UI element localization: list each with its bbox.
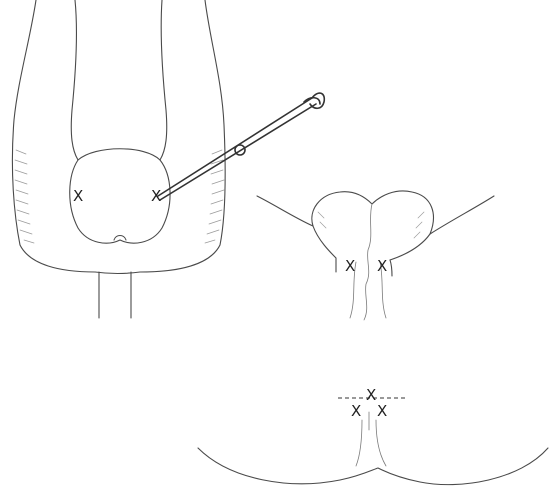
center-seam xyxy=(364,204,372,320)
mark-x: X xyxy=(366,386,376,404)
flap-lower-left xyxy=(313,226,336,272)
mark-x: X xyxy=(151,187,161,205)
mark-x: X xyxy=(377,402,387,420)
notch-right xyxy=(376,420,386,466)
mark-x: X xyxy=(377,257,387,275)
outer-outline-left xyxy=(12,0,95,272)
mark-x: X xyxy=(345,257,355,275)
mark-x: X xyxy=(351,402,361,420)
wing-right xyxy=(430,196,494,234)
hatching-left xyxy=(15,150,34,243)
flap-outline xyxy=(312,191,434,260)
safety-pin-icon xyxy=(158,93,324,200)
notch-left xyxy=(356,420,362,466)
wing-left xyxy=(257,196,313,226)
mark-x: X xyxy=(73,187,83,205)
glans-notch xyxy=(114,236,126,241)
outer-outline-right xyxy=(140,0,225,272)
outer-outline-bottom xyxy=(95,272,140,274)
panel-bottom: X X X xyxy=(198,386,548,485)
panel-top-left: X X xyxy=(12,0,324,318)
bottom-contour xyxy=(198,448,548,485)
panel-top-right: X X xyxy=(257,191,494,320)
inner-fold-left xyxy=(71,0,78,160)
flap-lower-right xyxy=(390,260,392,276)
inner-fold-right xyxy=(160,0,167,160)
